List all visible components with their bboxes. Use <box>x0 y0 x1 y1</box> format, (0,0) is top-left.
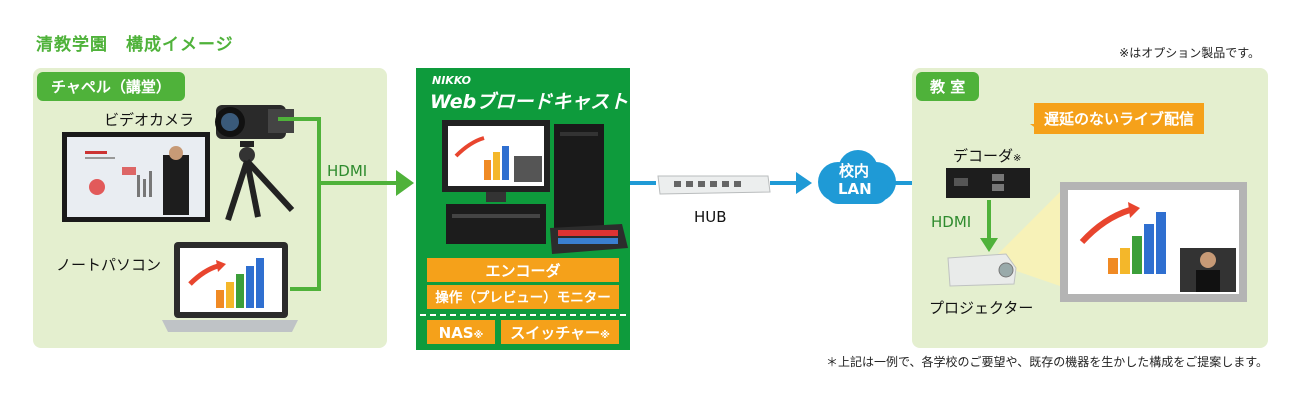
operation-monitor-bar: 操作（プレビュー）モニター <box>427 285 619 309</box>
hdmi-arrow-line <box>320 181 400 185</box>
hub-label: HUB <box>694 208 727 226</box>
dashed-divider <box>420 314 626 316</box>
video-camera-label: ビデオカメラ <box>104 111 195 129</box>
chapel-tag: チャペル（講堂） <box>37 72 185 101</box>
projector-icon <box>944 250 1020 294</box>
decoder-to-projector-arrow-head <box>980 238 998 252</box>
decoder-option-mark: ※ <box>1013 153 1022 164</box>
nas-label: NAS <box>438 324 474 342</box>
hdmi-arrow-head <box>396 170 414 196</box>
classroom-tag: 教 室 <box>916 72 980 101</box>
option-note: ※はオプション製品です。 <box>1119 46 1260 60</box>
notebook-pc-label: ノートパソコン <box>56 256 162 274</box>
decoder-to-projector-line <box>987 200 991 240</box>
hdmi-label-classroom: HDMI <box>931 213 972 231</box>
projection-screen-image <box>1060 182 1247 302</box>
broadcast-system-image <box>440 120 630 262</box>
product-name: Webブロードキャスト <box>430 91 629 113</box>
decoder-icon <box>946 166 1032 204</box>
pc-connector-line <box>290 287 320 291</box>
hdmi-label-chapel: HDMI <box>327 162 368 180</box>
box-to-hub-line <box>630 181 656 185</box>
vertical-connector-line <box>317 117 321 291</box>
switcher-option-mark: ※ <box>600 330 610 341</box>
hub-icon <box>656 170 772 204</box>
presentation-screen-image <box>62 132 210 222</box>
projector-label: プロジェクター <box>929 299 1034 317</box>
nas-bar: NAS※ <box>427 320 495 344</box>
camera-connector-line <box>278 117 320 121</box>
switcher-bar: スイッチャー※ <box>501 320 619 344</box>
decoder-label: デコーダ※ <box>953 145 1021 166</box>
hub-to-lan-arrow-head <box>796 172 812 194</box>
encoder-bar: エンコーダ <box>427 258 619 282</box>
lan-label-line1: 校内 <box>839 162 870 180</box>
brand-label: NIKKO <box>432 74 471 87</box>
video-camera-icon <box>210 95 302 229</box>
footnote: ＊上記は一例で、各学校のご要望や、既存の機器を生かした構成をご提案します。 <box>826 355 1268 369</box>
live-callout: 遅延のないライブ配信 <box>1034 103 1205 134</box>
switcher-label: スイッチャー <box>510 324 601 342</box>
page-title: 清教学園 構成イメージ <box>36 35 234 55</box>
hub-to-lan-line <box>770 181 802 185</box>
nas-option-mark: ※ <box>473 330 484 341</box>
lan-to-decoder-line <box>895 181 925 185</box>
callout-tail <box>1030 124 1044 134</box>
lan-cloud-icon <box>812 148 900 214</box>
lan-label-line2: LAN <box>838 180 872 198</box>
notebook-pc-icon <box>160 240 300 340</box>
decoder-label-text: デコーダ <box>953 147 1014 165</box>
live-callout-text: 遅延のないライブ配信 <box>1044 110 1195 128</box>
